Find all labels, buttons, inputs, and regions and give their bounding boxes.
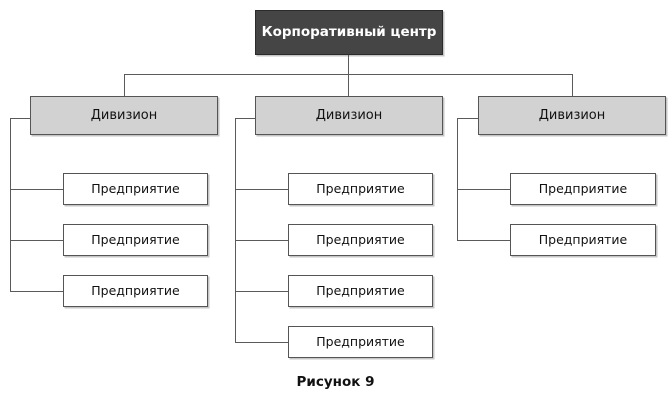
node-enterprise-3-2[interactable]: Предприятие	[510, 224, 656, 256]
connector-division-bus	[124, 74, 572, 75]
node-enterprise-1-1[interactable]: Предприятие	[63, 173, 208, 205]
node-enterprise-1-3[interactable]: Предприятие	[63, 275, 208, 307]
connector-trunk-elbow-3	[457, 118, 478, 119]
connector-branch-2-3	[235, 291, 288, 292]
connector-branch-1-2	[10, 240, 63, 241]
node-division-3[interactable]: Дивизион	[478, 96, 666, 135]
connector-trunk-2	[235, 118, 236, 342]
connector-trunk-elbow-2	[235, 118, 255, 119]
connector-drop-division-1	[124, 74, 125, 96]
node-division-2[interactable]: Дивизион	[255, 96, 443, 135]
connector-drop-division-3	[572, 74, 573, 96]
connector-branch-2-1	[235, 189, 288, 190]
connector-branch-1-1	[10, 189, 63, 190]
node-corporate-center[interactable]: Корпоративный центр	[255, 10, 443, 55]
connector-branch-1-3	[10, 291, 63, 292]
node-enterprise-1-2[interactable]: Предприятие	[63, 224, 208, 256]
node-enterprise-2-3[interactable]: Предприятие	[288, 275, 433, 307]
connector-trunk-1	[10, 118, 11, 291]
node-enterprise-2-2[interactable]: Предприятие	[288, 224, 433, 256]
connector-branch-2-2	[235, 240, 288, 241]
node-enterprise-2-4[interactable]: Предприятие	[288, 326, 433, 358]
figure-caption: Рисунок 9	[296, 374, 375, 390]
connector-branch-3-1	[457, 189, 510, 190]
node-enterprise-3-1[interactable]: Предприятие	[510, 173, 656, 205]
node-enterprise-2-1[interactable]: Предприятие	[288, 173, 433, 205]
connector-branch-3-2	[457, 240, 510, 241]
connector-branch-2-4	[235, 342, 288, 343]
connector-trunk-3	[457, 118, 458, 240]
connector-trunk-elbow-1	[10, 118, 30, 119]
node-division-1[interactable]: Дивизион	[30, 96, 218, 135]
connector-root-stem	[348, 55, 349, 96]
